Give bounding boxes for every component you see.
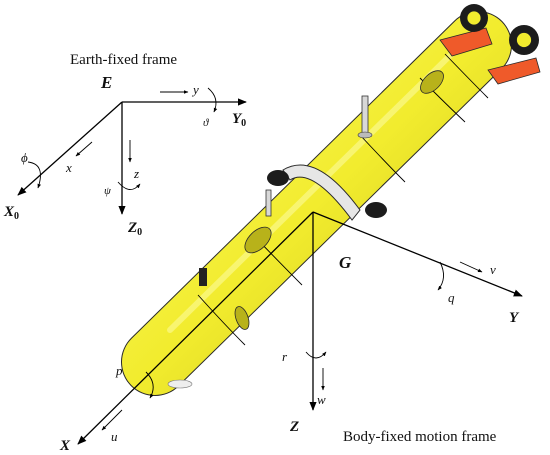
auv-hull-fill: [122, 12, 511, 395]
nose-skid: [167, 379, 193, 389]
earth-frame: Earth-fixed frame E X0 Y0 Z0 x y z ϕ ϑ ψ: [3, 52, 247, 238]
hull-mast: [265, 189, 272, 217]
body-heave-label: w: [317, 392, 326, 407]
earth-x-axis-label: X0: [3, 204, 19, 222]
body-roll-arc: [145, 371, 154, 399]
side-thruster: [267, 170, 289, 186]
hull-mast: [357, 95, 373, 139]
earth-roll-arc: [27, 161, 41, 189]
earth-roll-label: ϕ: [21, 150, 28, 165]
earth-frame-title: Earth-fixed frame: [70, 52, 177, 68]
hull-hatch: [244, 226, 272, 254]
earth-pitch-arc: [207, 87, 218, 113]
earth-y-axis-label: Y0: [232, 111, 246, 129]
hull-hatch: [234, 306, 250, 330]
body-x-axis: [77, 211, 314, 445]
body-sway-label: v: [490, 262, 496, 277]
earth-z-axis-label: Z0: [127, 220, 142, 238]
body-yaw-label: r: [282, 349, 288, 364]
earth-yaw-arc: [117, 181, 141, 190]
body-y-axis-label: Y: [509, 310, 520, 326]
earth-x-motion-label: x: [65, 160, 72, 175]
body-surge-arrow: [101, 409, 123, 431]
auv-vehicle: [121, 4, 541, 396]
rear-propeller: [509, 25, 539, 55]
earth-origin-label: E: [100, 73, 112, 92]
body-surge-label: u: [111, 429, 118, 444]
hull-collar: [282, 164, 361, 221]
body-frame: G X Y Z u v w p q r Body-fixed motion fr…: [59, 211, 523, 454]
rear-fin: [487, 57, 541, 85]
body-sway-arrow: [459, 261, 483, 273]
body-yaw-arc: [305, 351, 327, 359]
body-x-axis-label: X: [59, 438, 71, 454]
body-frame-title: Body-fixed motion frame: [343, 429, 497, 445]
earth-x-motion-arrow: [75, 141, 93, 157]
hull-sensor: [199, 268, 207, 286]
body-roll-label: p: [115, 363, 123, 378]
hull-hatch: [420, 70, 444, 94]
body-pitch-arc: [437, 261, 444, 291]
body-pitch-label: q: [448, 290, 455, 305]
rear-propeller: [460, 4, 488, 32]
body-z-axis-label: Z: [289, 419, 299, 435]
earth-z-motion-label: z: [133, 166, 139, 181]
earth-pitch-label: ϑ: [203, 117, 209, 129]
earth-y-motion-label: y: [191, 82, 199, 97]
rear-fin: [439, 27, 493, 57]
body-origin-label: G: [339, 253, 352, 272]
body-y-axis: [312, 211, 523, 297]
earth-yaw-label: ψ: [104, 185, 111, 197]
earth-x-axis: [17, 101, 123, 196]
side-thruster: [365, 202, 387, 218]
